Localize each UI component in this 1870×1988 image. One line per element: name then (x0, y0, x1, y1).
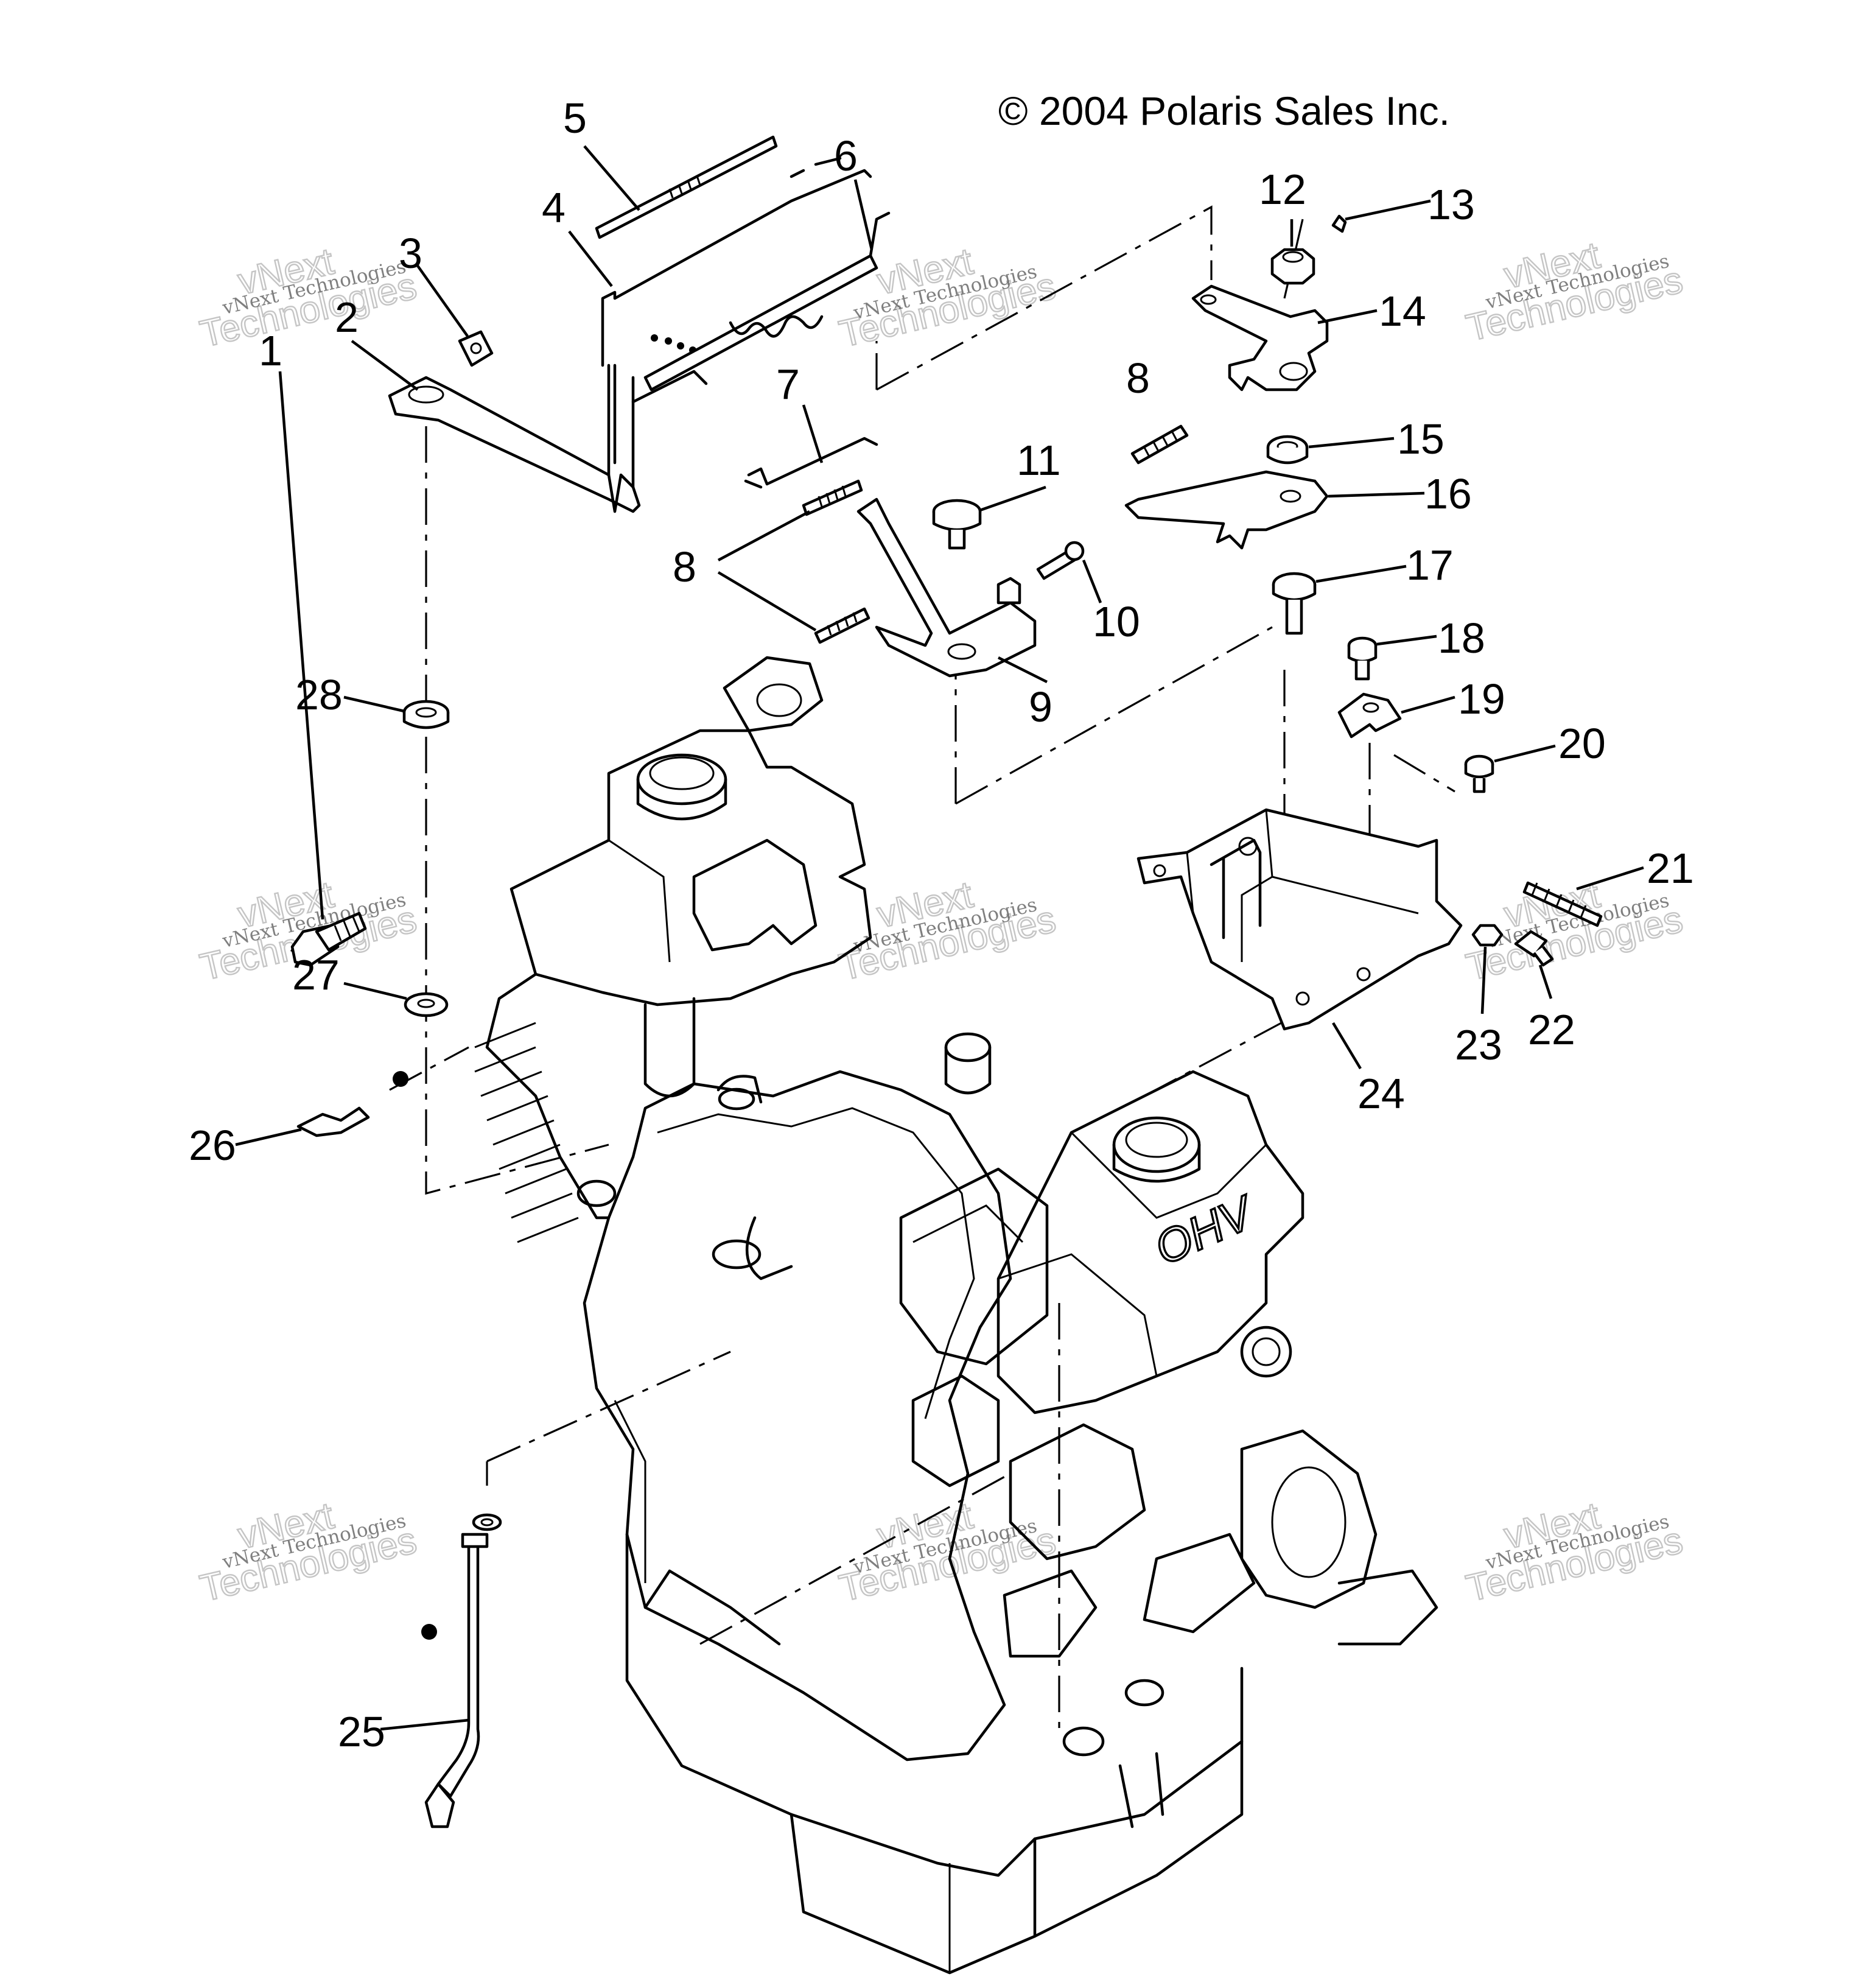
callout-1: 1 (259, 327, 282, 374)
part-18-bolt (1347, 636, 1378, 681)
part-2-lever-arm (388, 334, 708, 513)
callout-4: 4 (542, 184, 566, 231)
callout-7: 7 (776, 360, 800, 408)
part-11-bolt (932, 499, 982, 550)
part-8-spring-right (1130, 424, 1189, 465)
part-21-spring (1522, 881, 1603, 927)
part-26-clip (296, 1106, 370, 1137)
part-6-spring (643, 211, 891, 392)
part-3-clip (458, 330, 494, 367)
part-9-bracket-arm (856, 497, 1037, 678)
part-1-bolt (290, 911, 367, 967)
watermark-bottom-left: vNext Technologies vNext Technologies (195, 1494, 421, 1610)
callout-27: 27 (292, 951, 340, 999)
part-20-screw (1464, 754, 1494, 793)
part-23-nut (1471, 924, 1504, 947)
leader-lines (235, 145, 1644, 1731)
part-28-bushing (402, 700, 450, 729)
callout-10: 10 (1093, 598, 1140, 645)
callout-23: 23 (1455, 1021, 1502, 1069)
part-8-spring-upper (802, 479, 863, 516)
callout-20: 20 (1558, 720, 1606, 767)
part-16-bracket-plate (1124, 470, 1329, 550)
part-22-bolt (1514, 930, 1554, 967)
callout-13: 13 (1427, 181, 1475, 228)
part-7-link-rod (744, 437, 878, 489)
callout-21: 21 (1647, 845, 1694, 892)
callout-9: 9 (1029, 683, 1052, 731)
callout-14: 14 (1379, 287, 1426, 335)
callout-6: 6 (834, 132, 858, 180)
callout-8-right: 8 (1126, 354, 1150, 402)
watermark-bottom-right: vNext Technologies vNext Technologies (1462, 1494, 1687, 1610)
watermark-top-center: vNext Technologies vNext Technologies (835, 240, 1060, 356)
part-25-dipstick-tube (424, 1513, 502, 1828)
callout-12: 12 (1259, 166, 1306, 213)
part-19-clamp (1337, 692, 1402, 739)
part-13-screw (1331, 214, 1347, 233)
watermark-bottom-center: vNext Technologies vNext Technologies (835, 1494, 1060, 1610)
callout-22: 22 (1528, 1006, 1575, 1053)
callout-15: 15 (1397, 415, 1445, 463)
part-12-nut (1270, 248, 1315, 285)
callout-17: 17 (1406, 541, 1454, 589)
watermark-mid-center: vNext Technologies vNext Technologies (835, 873, 1060, 989)
callout-24: 24 (1357, 1070, 1405, 1117)
callout-8-left: 8 (673, 543, 696, 591)
callout-11: 11 (1017, 437, 1061, 484)
callout-18: 18 (1438, 614, 1485, 662)
callout-26: 26 (189, 1122, 236, 1169)
watermark-top-right: vNext Technologies vNext Technologies (1462, 234, 1687, 350)
part-14-lever-plate (1191, 284, 1329, 392)
callout-19: 19 (1458, 675, 1505, 723)
marker-dot-upper (393, 1071, 408, 1087)
part-4-governor-plate (601, 156, 872, 465)
part-8-spring-lower (814, 607, 870, 644)
part-27-washer (404, 992, 449, 1017)
part-24-mounting-bracket (1136, 808, 1463, 1031)
part-17-bolt (1272, 572, 1317, 635)
part-5-rod (595, 135, 778, 239)
marker-dot-lower (421, 1624, 437, 1640)
copyright-text: © 2004 Polaris Sales Inc. (998, 88, 1450, 133)
callout-5: 5 (563, 94, 587, 142)
callout-2: 2 (335, 293, 359, 341)
part-10-screw (1036, 541, 1085, 580)
part-15-washer (1266, 435, 1309, 465)
callout-3: 3 (399, 230, 422, 277)
callout-25: 25 (338, 1708, 385, 1755)
callout-labels: 1 2 3 4 5 6 7 8 8 9 10 11 12 13 14 15 16… (189, 94, 1694, 1755)
callout-28: 28 (295, 671, 343, 718)
watermark-top-left: vNext Technologies vNext Technologies (195, 240, 421, 356)
callout-16: 16 (1424, 470, 1472, 518)
assembly-lines (389, 205, 1455, 1729)
